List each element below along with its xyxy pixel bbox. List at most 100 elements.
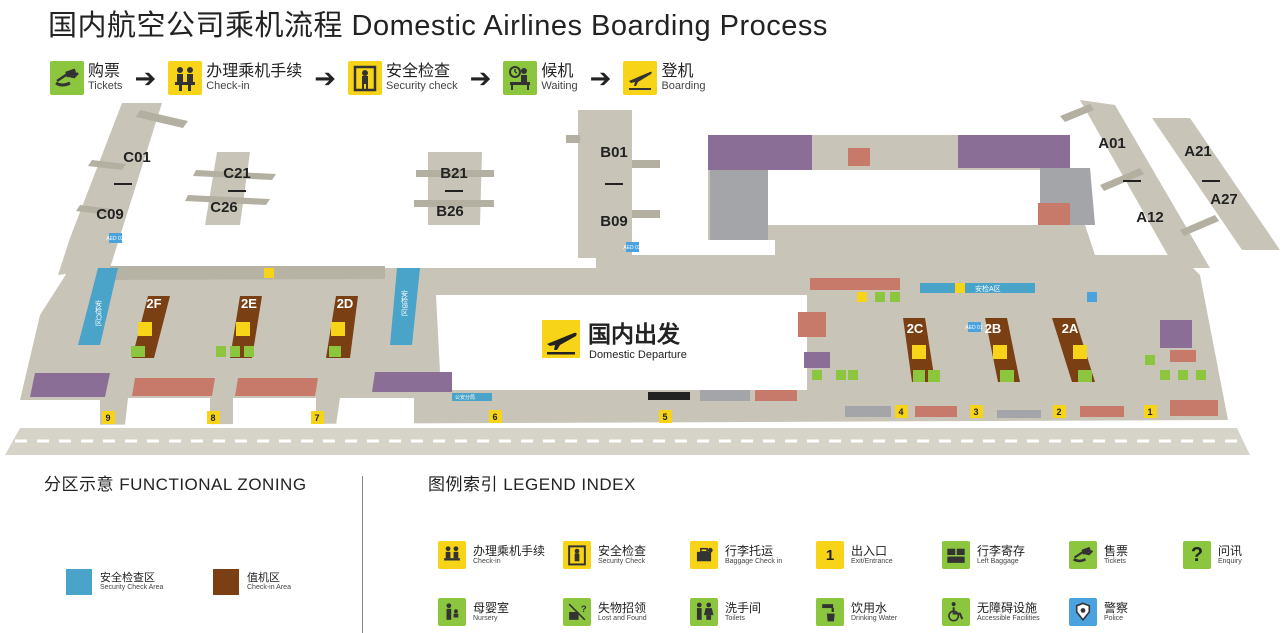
page-title: 国内航空公司乘机流程 Domestic Airlines Boarding Pr… bbox=[48, 10, 828, 42]
terminal-map: 2F 2E 2D 2C 2B 2A C01 C09 bbox=[5, 100, 1280, 455]
step-en: Waiting bbox=[541, 79, 578, 92]
nursery-icon bbox=[438, 598, 466, 626]
arrow-right-icon: ➔ bbox=[589, 62, 612, 93]
exit-number-icon: 1 bbox=[816, 541, 844, 569]
arrow-right-icon: ➔ bbox=[314, 62, 337, 93]
security-gate-icon bbox=[348, 61, 383, 95]
gate-label: B26 bbox=[436, 203, 464, 220]
legend-en: Security Check bbox=[598, 557, 646, 565]
legend-en: Lost and Found bbox=[598, 614, 647, 622]
step-zh: 登机 bbox=[661, 62, 694, 80]
entrance-label: 7 bbox=[314, 413, 319, 423]
security-area-c bbox=[78, 268, 118, 345]
zone-zh: 安全检查区 bbox=[100, 572, 155, 585]
checkin-label: 2D bbox=[337, 296, 354, 311]
checkin-label: 2F bbox=[146, 296, 161, 311]
legend-zh: 问讯 bbox=[1218, 543, 1243, 558]
aed-label: AED 01 bbox=[965, 325, 982, 331]
departure-title: 国内出发 bbox=[588, 321, 680, 348]
process-step-checkin: 办理乘机手续 Check-in bbox=[168, 61, 302, 95]
legend-zh: 售票 bbox=[1104, 543, 1129, 558]
gate-label: C01 bbox=[123, 149, 151, 166]
toilets-icon bbox=[1196, 370, 1206, 380]
step-en: Boarding bbox=[661, 79, 706, 92]
gate-label: A21 bbox=[1184, 143, 1212, 160]
gate-label: A01 bbox=[1098, 135, 1126, 152]
waiting-seat-icon bbox=[503, 61, 538, 95]
legend-zh: 行李寄存 bbox=[977, 543, 1026, 558]
boarding-process: 购票 Tickets ➔ 办理乘机手续 Check-in ➔ 安全检查 Secu… bbox=[50, 58, 706, 98]
gate-label: A12 bbox=[1136, 209, 1164, 226]
checkin-area-swatch bbox=[213, 569, 239, 595]
checkin-label: 2C bbox=[907, 321, 924, 336]
pier-b01-b09 bbox=[578, 110, 632, 268]
arrow-right-icon: ➔ bbox=[134, 62, 157, 93]
left-baggage-icon bbox=[875, 292, 885, 302]
plane-departure-icon bbox=[623, 61, 658, 95]
legend-en: Check-in bbox=[473, 557, 501, 565]
step-zh: 办理乘机手续 bbox=[206, 62, 303, 80]
nursery-icon bbox=[848, 370, 858, 380]
gate-label: C21 bbox=[223, 165, 251, 182]
entrance-label: 5 bbox=[662, 412, 667, 422]
step-zh: 购票 bbox=[88, 62, 121, 80]
checkin-label: 2B bbox=[985, 321, 1002, 336]
security-area-swatch bbox=[66, 569, 92, 595]
entrance-label: 2 bbox=[1056, 407, 1061, 417]
security-area-b bbox=[390, 268, 420, 345]
aed-label: AED 03 bbox=[106, 236, 123, 242]
nursery-icon bbox=[1145, 355, 1155, 365]
legend-en: Exit/Entrance bbox=[851, 557, 893, 565]
question-icon bbox=[216, 346, 226, 357]
step-en: Security check bbox=[386, 79, 458, 92]
divider bbox=[362, 476, 363, 633]
security-label: 安检C区 bbox=[95, 299, 103, 326]
legend-title: 图例索引 LEGEND INDEX bbox=[428, 475, 636, 494]
gate-label: C26 bbox=[210, 199, 238, 216]
security-gate-icon bbox=[563, 541, 591, 569]
checkin-label: 2E bbox=[241, 296, 257, 311]
entrance-label: 9 bbox=[105, 413, 110, 423]
process-step-tickets: 购票 Tickets bbox=[50, 61, 122, 95]
zone-checkin: 值机区 Check-in Area bbox=[213, 569, 291, 595]
departure-hall bbox=[436, 295, 807, 390]
lost-found-icon: ? bbox=[563, 598, 591, 626]
ticket-hand-icon bbox=[50, 61, 84, 95]
police-icon bbox=[1087, 292, 1097, 302]
gate-label: C09 bbox=[96, 206, 124, 223]
step-zh: 候机 bbox=[541, 62, 574, 80]
security-label: 安检B区 bbox=[401, 289, 409, 316]
toilets-icon bbox=[812, 370, 822, 380]
gate-label: B09 bbox=[600, 213, 628, 230]
entrance-label: 8 bbox=[210, 413, 215, 423]
question-icon: ? bbox=[1183, 541, 1211, 569]
checkin-label: 2A bbox=[1062, 321, 1079, 336]
zoning-title: 分区示意 FUNCTIONAL ZONING bbox=[44, 475, 307, 494]
legend-zh: 办理乘机手续 bbox=[473, 543, 546, 558]
toilets-icon bbox=[690, 598, 718, 626]
gate-label: A27 bbox=[1210, 191, 1238, 208]
legend-en: Left Baggage bbox=[977, 557, 1019, 565]
toilets-icon bbox=[836, 370, 846, 380]
baggage-check-icon bbox=[857, 292, 867, 302]
entrance-label: 6 bbox=[492, 412, 497, 422]
zone-zh: 值机区 bbox=[247, 572, 280, 585]
service-counter bbox=[648, 392, 690, 400]
drinking-water-icon bbox=[1178, 370, 1188, 380]
legend-en: Nursery bbox=[473, 614, 498, 622]
baggage-check-icon bbox=[264, 268, 274, 278]
pier-c01-c09 bbox=[58, 103, 162, 275]
legend-zh: 母婴室 bbox=[473, 600, 510, 615]
svg-text:?: ? bbox=[581, 603, 587, 614]
security-label: 安检A区 bbox=[975, 284, 1001, 293]
process-step-security: 安全检查 Security check bbox=[348, 61, 458, 95]
aed-label: AED 02 bbox=[623, 245, 640, 251]
